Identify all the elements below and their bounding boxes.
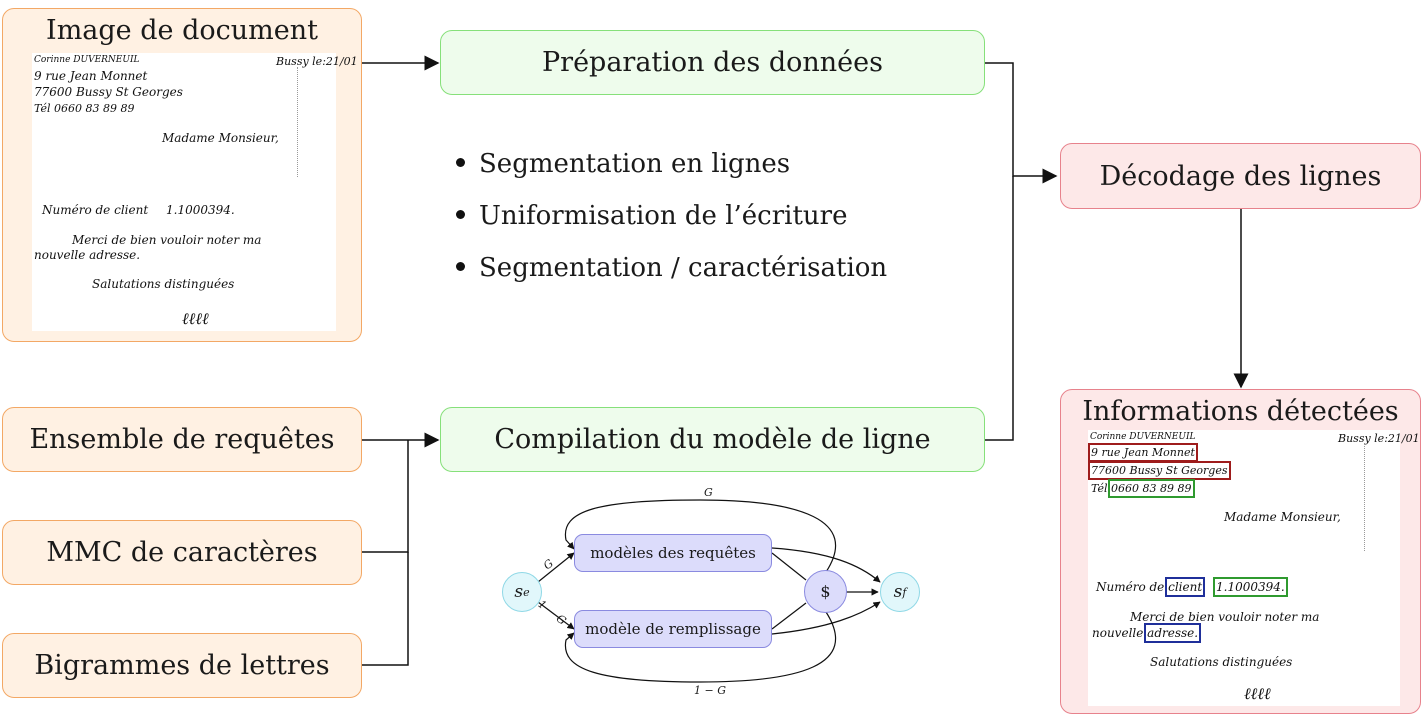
detected-address-highlight: adresse. <box>1144 623 1202 643</box>
box-ensemble-requetes: Ensemble de requêtes <box>2 407 362 472</box>
bullet-icon <box>456 262 465 271</box>
detected-city-highlight: 77600 Bussy St Georges <box>1088 461 1231 480</box>
graph-edge-label-top: G <box>704 486 713 499</box>
letter-client-word: client <box>114 203 149 217</box>
graph-node-end-label: s <box>893 582 903 602</box>
box-bigrammes-lettres: Bigrammes de lettres <box>2 633 362 698</box>
letter-city: 77600 Bussy St Georges <box>34 85 183 99</box>
detected-client-word-highlight: client <box>1165 577 1206 597</box>
detected-phone-prefix: Tél <box>1091 482 1108 495</box>
bullet-text: Segmentation en lignes <box>479 149 791 179</box>
letter-body-2: nouvelle adresse. <box>34 248 140 262</box>
detected-sender-name: Corinne DUVERNEUIL <box>1090 432 1196 442</box>
detected-margin-marks <box>1364 446 1366 551</box>
graph-edge-remplissage-to-end <box>771 601 881 635</box>
bullet-text: Uniformisation de l’écriture <box>479 201 848 231</box>
graph-node-start-label: s <box>514 582 524 602</box>
graph-edge-label-bottom: 1 − G <box>694 684 726 697</box>
detected-greeting: Madame Monsieur, <box>1224 510 1341 524</box>
list-item: Segmentation / caractérisation <box>448 244 887 296</box>
detected-client-number-highlight: 1.1000394. <box>1213 577 1288 597</box>
detected-client-prefix: Numéro de <box>1096 580 1165 594</box>
box-compilation-modele: Compilation du modèle de ligne <box>440 407 985 472</box>
letter-client-prefix: Numéro de <box>42 203 111 217</box>
list-item: Segmentation en lignes <box>448 140 887 192</box>
box-decodage-lignes: Décodage des lignes <box>1060 143 1421 209</box>
graph-edge-requetes-to-dollar <box>771 552 807 581</box>
edge-mmc-merge <box>362 440 409 553</box>
detected-body-2a: nouvelle <box>1092 626 1144 640</box>
detected-client-line: Numéro de client 1.1000394. <box>1096 577 1288 597</box>
detected-page: Corinne DUVERNEUIL Bussy le:21/01 9 rue … <box>1088 430 1420 706</box>
graph-box-requetes: modèles des requêtes <box>574 534 772 572</box>
bullet-text: Segmentation / caractérisation <box>479 253 888 283</box>
graph-node-start-sub: e <box>523 585 530 599</box>
detected-body-1: Merci de bien vouloir noter ma <box>1130 610 1320 624</box>
letter-closing: Salutations distinguées <box>92 277 235 291</box>
graph-edge-start-to-requetes <box>537 552 575 583</box>
bullet-icon <box>456 210 465 219</box>
edge-compilation-to-decodage <box>985 176 1014 441</box>
letter-margin-marks <box>297 67 299 177</box>
preparation-steps-list: Segmentation en lignes Uniformisation de… <box>448 140 887 296</box>
document-image-title: Image de document <box>46 15 318 46</box>
box-informations-detectees: Informations détectées Corinne DUVERNEUI… <box>1060 389 1421 714</box>
graph-loop-bottom <box>564 611 837 683</box>
detected-phone-highlight: 0660 83 89 89 <box>1107 479 1195 498</box>
graph-box-remplissage: modèle de remplissage <box>574 610 772 648</box>
letter-phone-line: Tél 0660 83 89 89 <box>34 102 135 115</box>
graph-edge-remplissage-to-dollar <box>771 602 807 630</box>
detected-street-highlight: 9 rue Jean Monnet <box>1088 443 1198 462</box>
letter-date: Bussy le:21/01 <box>276 55 358 68</box>
letter-sender-name: Corinne DUVERNEUIL <box>34 55 140 65</box>
letter-street: 9 rue Jean Monnet <box>34 69 148 83</box>
letter-greeting: Madame Monsieur, <box>162 131 279 145</box>
graph-edge-start-to-remplissage <box>537 601 575 630</box>
edge-preparation-to-decodage <box>985 62 1058 184</box>
document-image-box: Image de document Corinne DUVERNEUIL Bus… <box>2 8 362 342</box>
bullet-icon <box>456 158 465 167</box>
detected-city-line: 77600 Bussy St Georges <box>1088 461 1231 480</box>
list-item: Uniformisation de l’écriture <box>448 192 887 244</box>
detected-closing: Salutations distinguées <box>1150 655 1293 669</box>
letter-phone: 0660 83 89 89 <box>54 102 135 115</box>
edge-bigrammes-merge <box>362 552 409 666</box>
graph-loop-top <box>564 499 837 573</box>
graph-node-end-sub: f <box>902 585 907 599</box>
letter-phone-prefix: Tél <box>34 102 51 115</box>
document-page: Corinne DUVERNEUIL Bussy le:21/01 9 rue … <box>32 53 358 331</box>
box-preparation-donnees: Préparation des données <box>440 30 985 95</box>
box-mmc-caracteres: MMC de caractères <box>2 520 362 585</box>
letter-body-2a: nouvelle <box>34 248 86 262</box>
letter-body-2b: adresse. <box>89 248 141 262</box>
graph-node-dollar: $ <box>804 570 847 613</box>
letter-client-line: Numéro de client 1.1000394. <box>42 203 235 217</box>
detected-date: Bussy le:21/01 <box>1338 432 1420 445</box>
graph-edge-requetes-to-end <box>771 547 881 583</box>
letter-signature: ℓℓℓℓ <box>182 309 209 328</box>
detected-signature: ℓℓℓℓ <box>1244 684 1271 703</box>
informations-title: Informations détectées <box>1082 396 1399 427</box>
letter-client-number: 1.1000394. <box>166 203 235 217</box>
detected-body-2: nouvelle adresse. <box>1092 623 1202 643</box>
letter-body-1: Merci de bien vouloir noter ma <box>72 233 262 247</box>
detected-phone-line: Tél 0660 83 89 89 <box>1091 479 1195 498</box>
